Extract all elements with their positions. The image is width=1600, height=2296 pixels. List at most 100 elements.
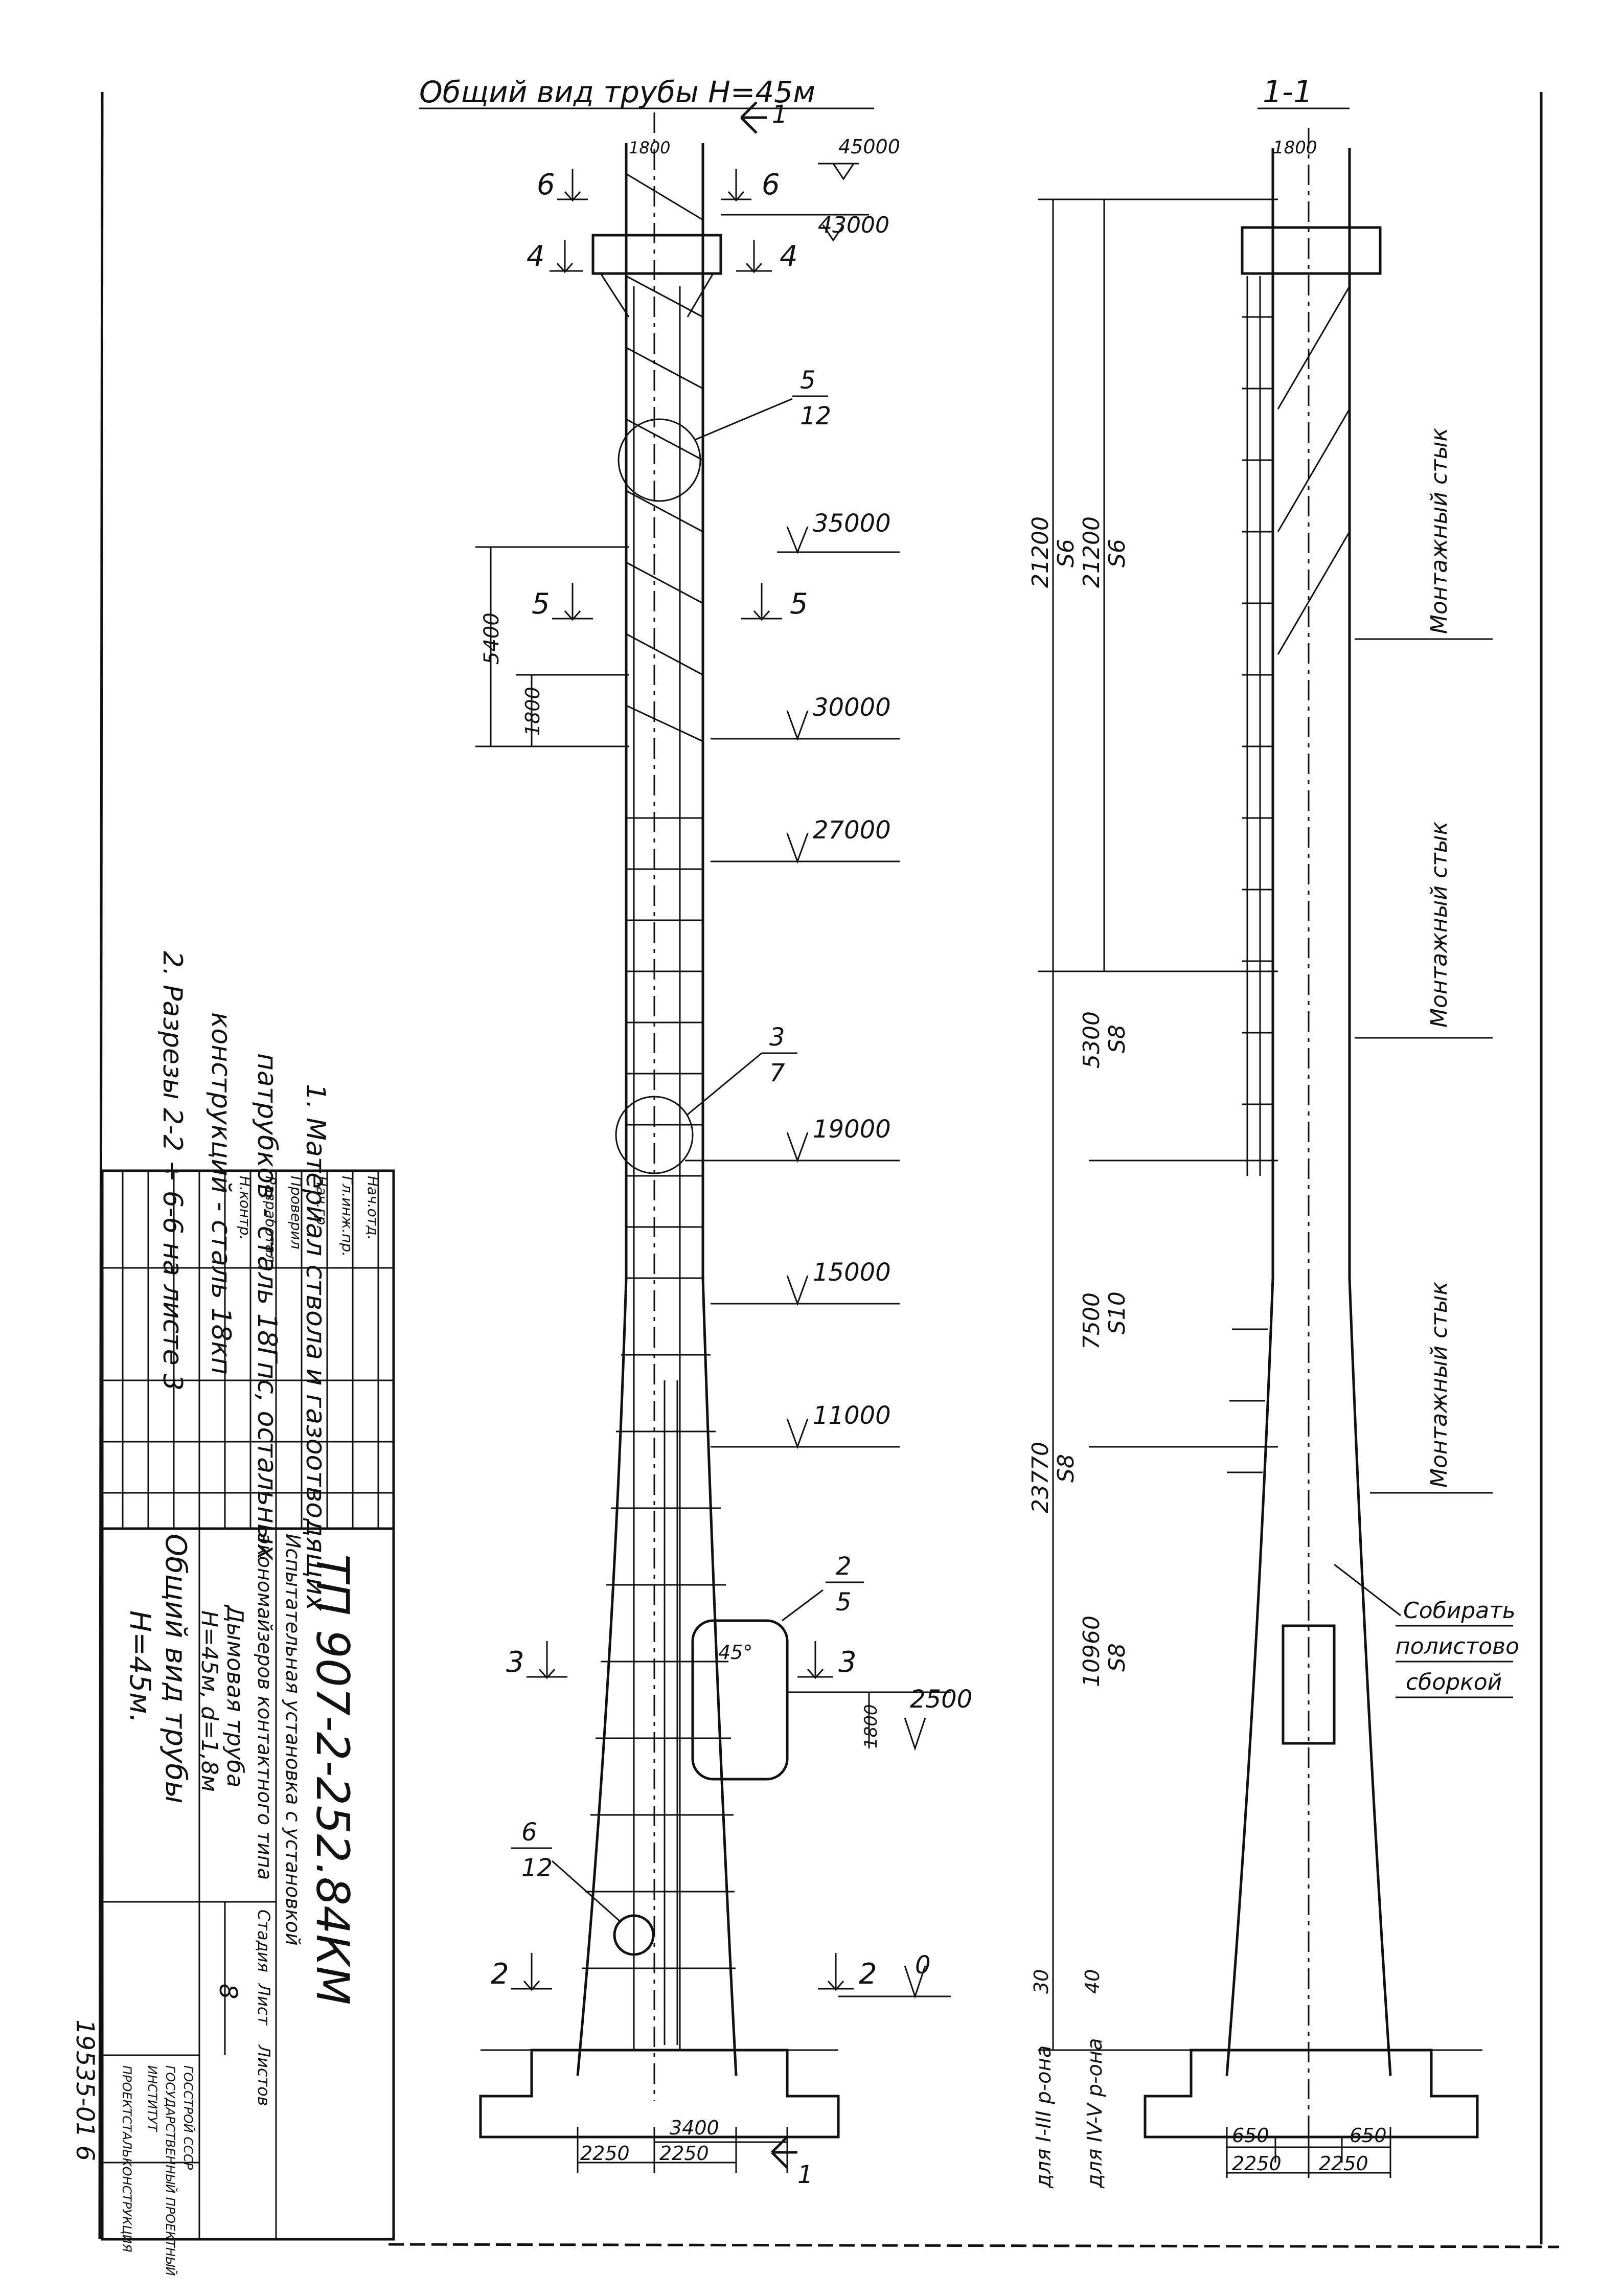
section-flare-left: [1225, 1278, 1274, 2076]
flare-left: [576, 1278, 628, 2076]
dim-21200-b: 21200: [1079, 516, 1105, 588]
note-line-3: конструкций - сталь 18кп: [205, 1012, 236, 1375]
dim-10960: 10960: [1079, 1616, 1105, 1687]
dim-23770-s: S8: [1053, 1454, 1079, 1483]
elev-27000: 27000: [813, 816, 891, 845]
callout-5-num: 5: [800, 366, 816, 395]
dim-5300-s: S8: [1104, 1025, 1130, 1053]
angle-45: 45°: [718, 1641, 752, 1664]
elev-mark-19000: [685, 1132, 900, 1163]
cleanout-hatch: [613, 1914, 655, 1956]
dim-650-b: 650: [1350, 2124, 1387, 2147]
dim-23770: 23770: [1027, 1442, 1054, 1513]
callout-leader-6: [552, 1860, 622, 1923]
dim-2250-right-a: 2250: [1232, 2152, 1282, 2175]
dim-3400: 3400: [670, 2117, 719, 2139]
elev-43000: 43000: [818, 212, 889, 238]
tb-cols: [102, 1267, 394, 1494]
elev-15000: 15000: [813, 1258, 891, 1287]
cut-right-4: 4: [780, 240, 798, 273]
left-chimney: [479, 112, 840, 2139]
cut-right-6: 6: [762, 168, 780, 201]
note-line-1: 1. Материал ствола и газоотводящих: [300, 1084, 331, 1611]
stamp-stage-hdr: Стадия: [254, 1909, 273, 1972]
stamp-role-2: Гл.инж.пр.: [339, 1176, 356, 1257]
shell-panels: [582, 817, 736, 1969]
callout-3-den: 7: [769, 1059, 785, 1087]
top-width-label: 1800: [629, 138, 670, 157]
assembly-note-3: сборкой: [1406, 1669, 1502, 1695]
dim-2250-right-b: 2250: [1319, 2152, 1368, 2175]
general-notes: 1. Материал ствола и газоотводящих патру…: [157, 951, 331, 1611]
stamp-role-1: Нач.отд.: [364, 1176, 381, 1240]
dim-chain-lines: [1038, 198, 1278, 2051]
title-block: ТП 907-2-252.84КМ Испытательная установк…: [101, 1169, 395, 2276]
section-mark-top: 1: [772, 100, 788, 129]
dim-7500: 7500: [1079, 1292, 1105, 1350]
frame-bottom: [388, 2243, 1560, 2248]
ladder: [664, 1380, 678, 2045]
section-mark-bottom: 1: [797, 2161, 813, 2189]
cut-left-6: 6: [537, 168, 555, 201]
cut-arrow-right-6: [721, 169, 751, 202]
callout-2-num: 2: [836, 1552, 852, 1581]
spiral-strakes: [626, 173, 703, 742]
elev-mark-15000: [711, 1275, 900, 1306]
stamp-org-2: ГОСУДАРСТВЕННЫЙ ПРОЕКТНЫЙ: [163, 2065, 178, 2276]
elev-mark-35000: [777, 526, 900, 555]
section-strakes: [1277, 286, 1351, 655]
stamp-object-1: Дымовая труба: [222, 1604, 248, 1787]
cut-arrow-left-6: [557, 169, 588, 202]
elev-mark-11000: [711, 1418, 900, 1449]
right-dimensions: 1800 21200 S6 21200 S6 5300 S8 7500 S10 …: [1027, 138, 1391, 2189]
elev-2500: 2500: [910, 1685, 972, 1714]
cut-left-3: 3: [506, 1646, 524, 1679]
elev-mark-43000: [721, 214, 869, 242]
stamp-org-1: ГОССТРОЙ СССР: [181, 2065, 196, 2170]
stamp-sheets-hdr: Листов: [254, 2044, 273, 2106]
stamp-desc-1: Испытательная установка с установкой: [282, 1534, 304, 1946]
stamp-sheet-hdr: Лист: [254, 1983, 273, 2026]
callouts: 5 12 3 7 2 5 45° 6 12: [511, 366, 864, 1923]
callout-6-num: 6: [521, 1818, 537, 1847]
dim-21200-b-s: S6: [1104, 539, 1130, 567]
dim-5400: 5400: [480, 612, 504, 665]
for-region-2: для IV-V р-она: [1083, 2038, 1107, 2189]
title-block-frame: [101, 1169, 395, 2241]
drawing-code: ТП 907-2-252.84КМ: [306, 1554, 359, 2005]
dim-21200-a-s: S6: [1053, 539, 1079, 567]
joint-label-2: Монтажный стык: [1426, 821, 1452, 1028]
dim-30: 30: [1030, 1969, 1053, 1994]
dim-21200-a: 21200: [1027, 516, 1054, 588]
stamp-object-2: H=45м, d=1,8м: [196, 1610, 222, 1792]
dim-5400-lines: [475, 546, 629, 747]
note-line-2: патрубков - сталь 18Гпс, остальных: [252, 1053, 282, 1561]
cut-arrow-right-2: [818, 1953, 854, 1991]
section-inlet-opening: [1282, 1624, 1336, 1745]
flare-right: [701, 1278, 738, 2076]
cut-arrow-right-3: [797, 1641, 833, 1679]
section-arrow-top: [740, 101, 767, 134]
elev-30000: 30000: [813, 693, 891, 722]
stamp-sheet-no: 8: [214, 1984, 242, 1999]
cut-arrow-left-4: [550, 240, 583, 274]
elev-35000: 35000: [813, 509, 891, 538]
top-platform: [591, 234, 722, 275]
elev-0: 0: [915, 1951, 931, 1980]
cut-marks: 6 6 4 4 5 5 3 3 2 2 1 1: [491, 100, 877, 2189]
cut-left-2: 2: [491, 1958, 509, 1991]
stamp-desc-2: экономайзеров контактного типа: [254, 1534, 276, 1880]
assembly-leader: [1334, 1563, 1401, 1617]
dim-10960-s: S8: [1104, 1643, 1130, 1672]
callout-5-den: 12: [800, 402, 831, 430]
elev-mark-0: [838, 1965, 951, 1999]
section-flare-right: [1348, 1278, 1392, 2076]
dim-650-a: 650: [1232, 2124, 1269, 2147]
cut-right-2: 2: [859, 1958, 877, 1991]
foundation-left: [479, 2049, 840, 2139]
stamp-sheet-title-1: Общий вид трубы: [159, 1534, 192, 1804]
dim-1800-inlet: 1800: [861, 1704, 881, 1748]
gas-inlet: [691, 1619, 789, 1781]
detail-circle-3: [615, 1096, 694, 1174]
